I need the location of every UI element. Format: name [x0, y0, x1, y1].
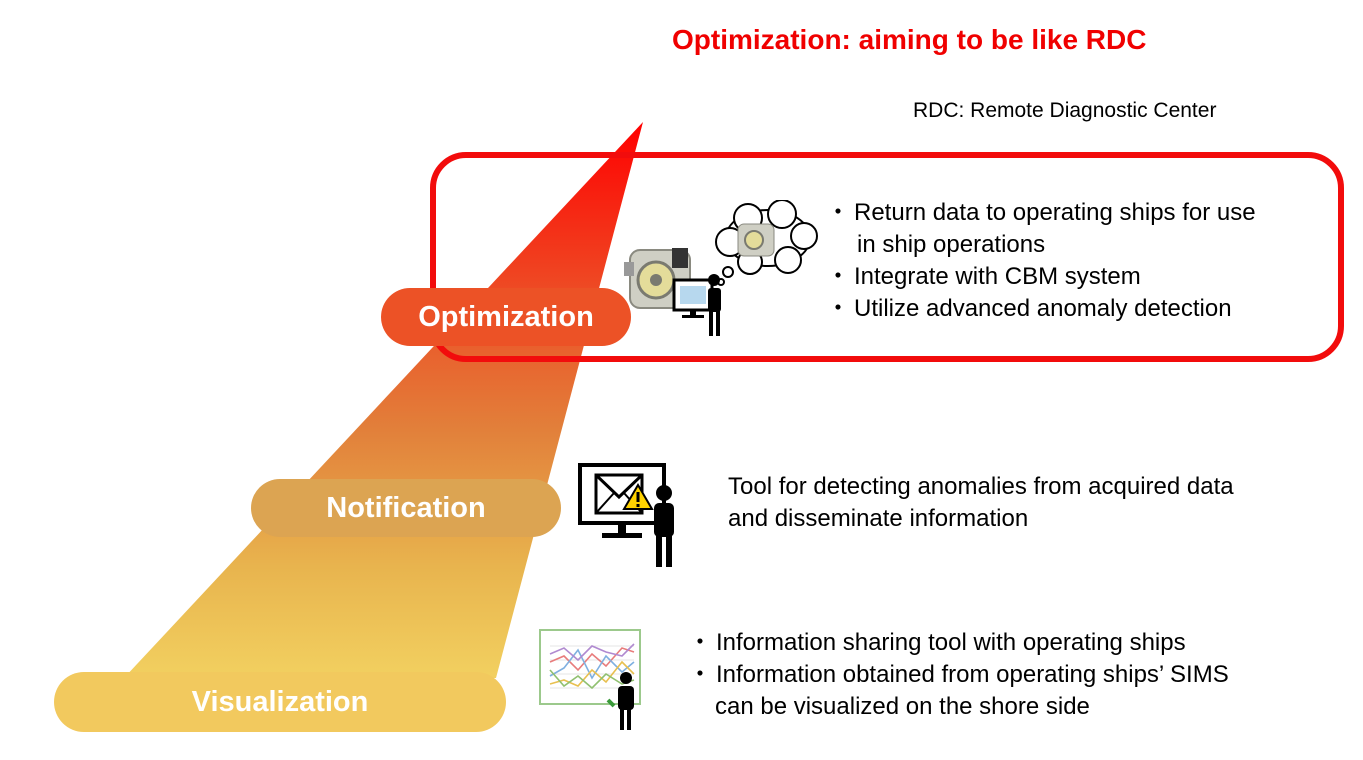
bullet-symbol: ・	[688, 661, 712, 688]
notification-line-1: Tool for detecting anomalies from acquir…	[728, 473, 1234, 500]
optimization-item-3: ・Utilize advanced anomaly detection	[826, 293, 1232, 325]
visualization-item-1-text: Information sharing tool with operating …	[716, 629, 1186, 656]
visualization-item-1: ・Information sharing tool with operating…	[688, 627, 1186, 659]
notification-label: Notification	[251, 479, 561, 537]
engine-thought-person-icon	[624, 200, 818, 336]
bullet-symbol: ・	[826, 295, 850, 322]
bullet-symbol: ・	[826, 199, 850, 226]
optimization-frame	[430, 152, 1344, 362]
bullet-symbol: ・	[688, 629, 712, 656]
notification-line-2: and disseminate information	[728, 505, 1029, 532]
visualization-item-2-text: Information obtained from operating ship…	[716, 661, 1229, 688]
optimization-label: Optimization	[381, 288, 631, 346]
abbreviation-note: RDC: Remote Diagnostic Center	[913, 99, 1217, 122]
optimization-item-2-text: Integrate with CBM system	[854, 263, 1141, 290]
visualization-label: Visualization	[54, 672, 506, 732]
line-chart-person-icon	[539, 629, 641, 730]
optimization-item-2: ・Integrate with CBM system	[826, 261, 1141, 293]
optimization-item-3-text: Utilize advanced anomaly detection	[854, 295, 1232, 322]
visualization-item-2-cont: can be visualized on the shore side	[715, 693, 1090, 720]
page-title: Optimization: aiming to be like RDC	[672, 24, 1147, 55]
visualization-item-2: ・Information obtained from operating shi…	[688, 659, 1229, 691]
bullet-symbol: ・	[826, 263, 850, 290]
optimization-item-1-cont: in ship operations	[857, 231, 1046, 258]
optimization-item-1-text: Return data to operating ships for use	[854, 199, 1256, 226]
mail-alert-monitor-person-icon	[578, 463, 674, 567]
optimization-item-1: ・Return data to operating ships for use	[826, 197, 1256, 229]
